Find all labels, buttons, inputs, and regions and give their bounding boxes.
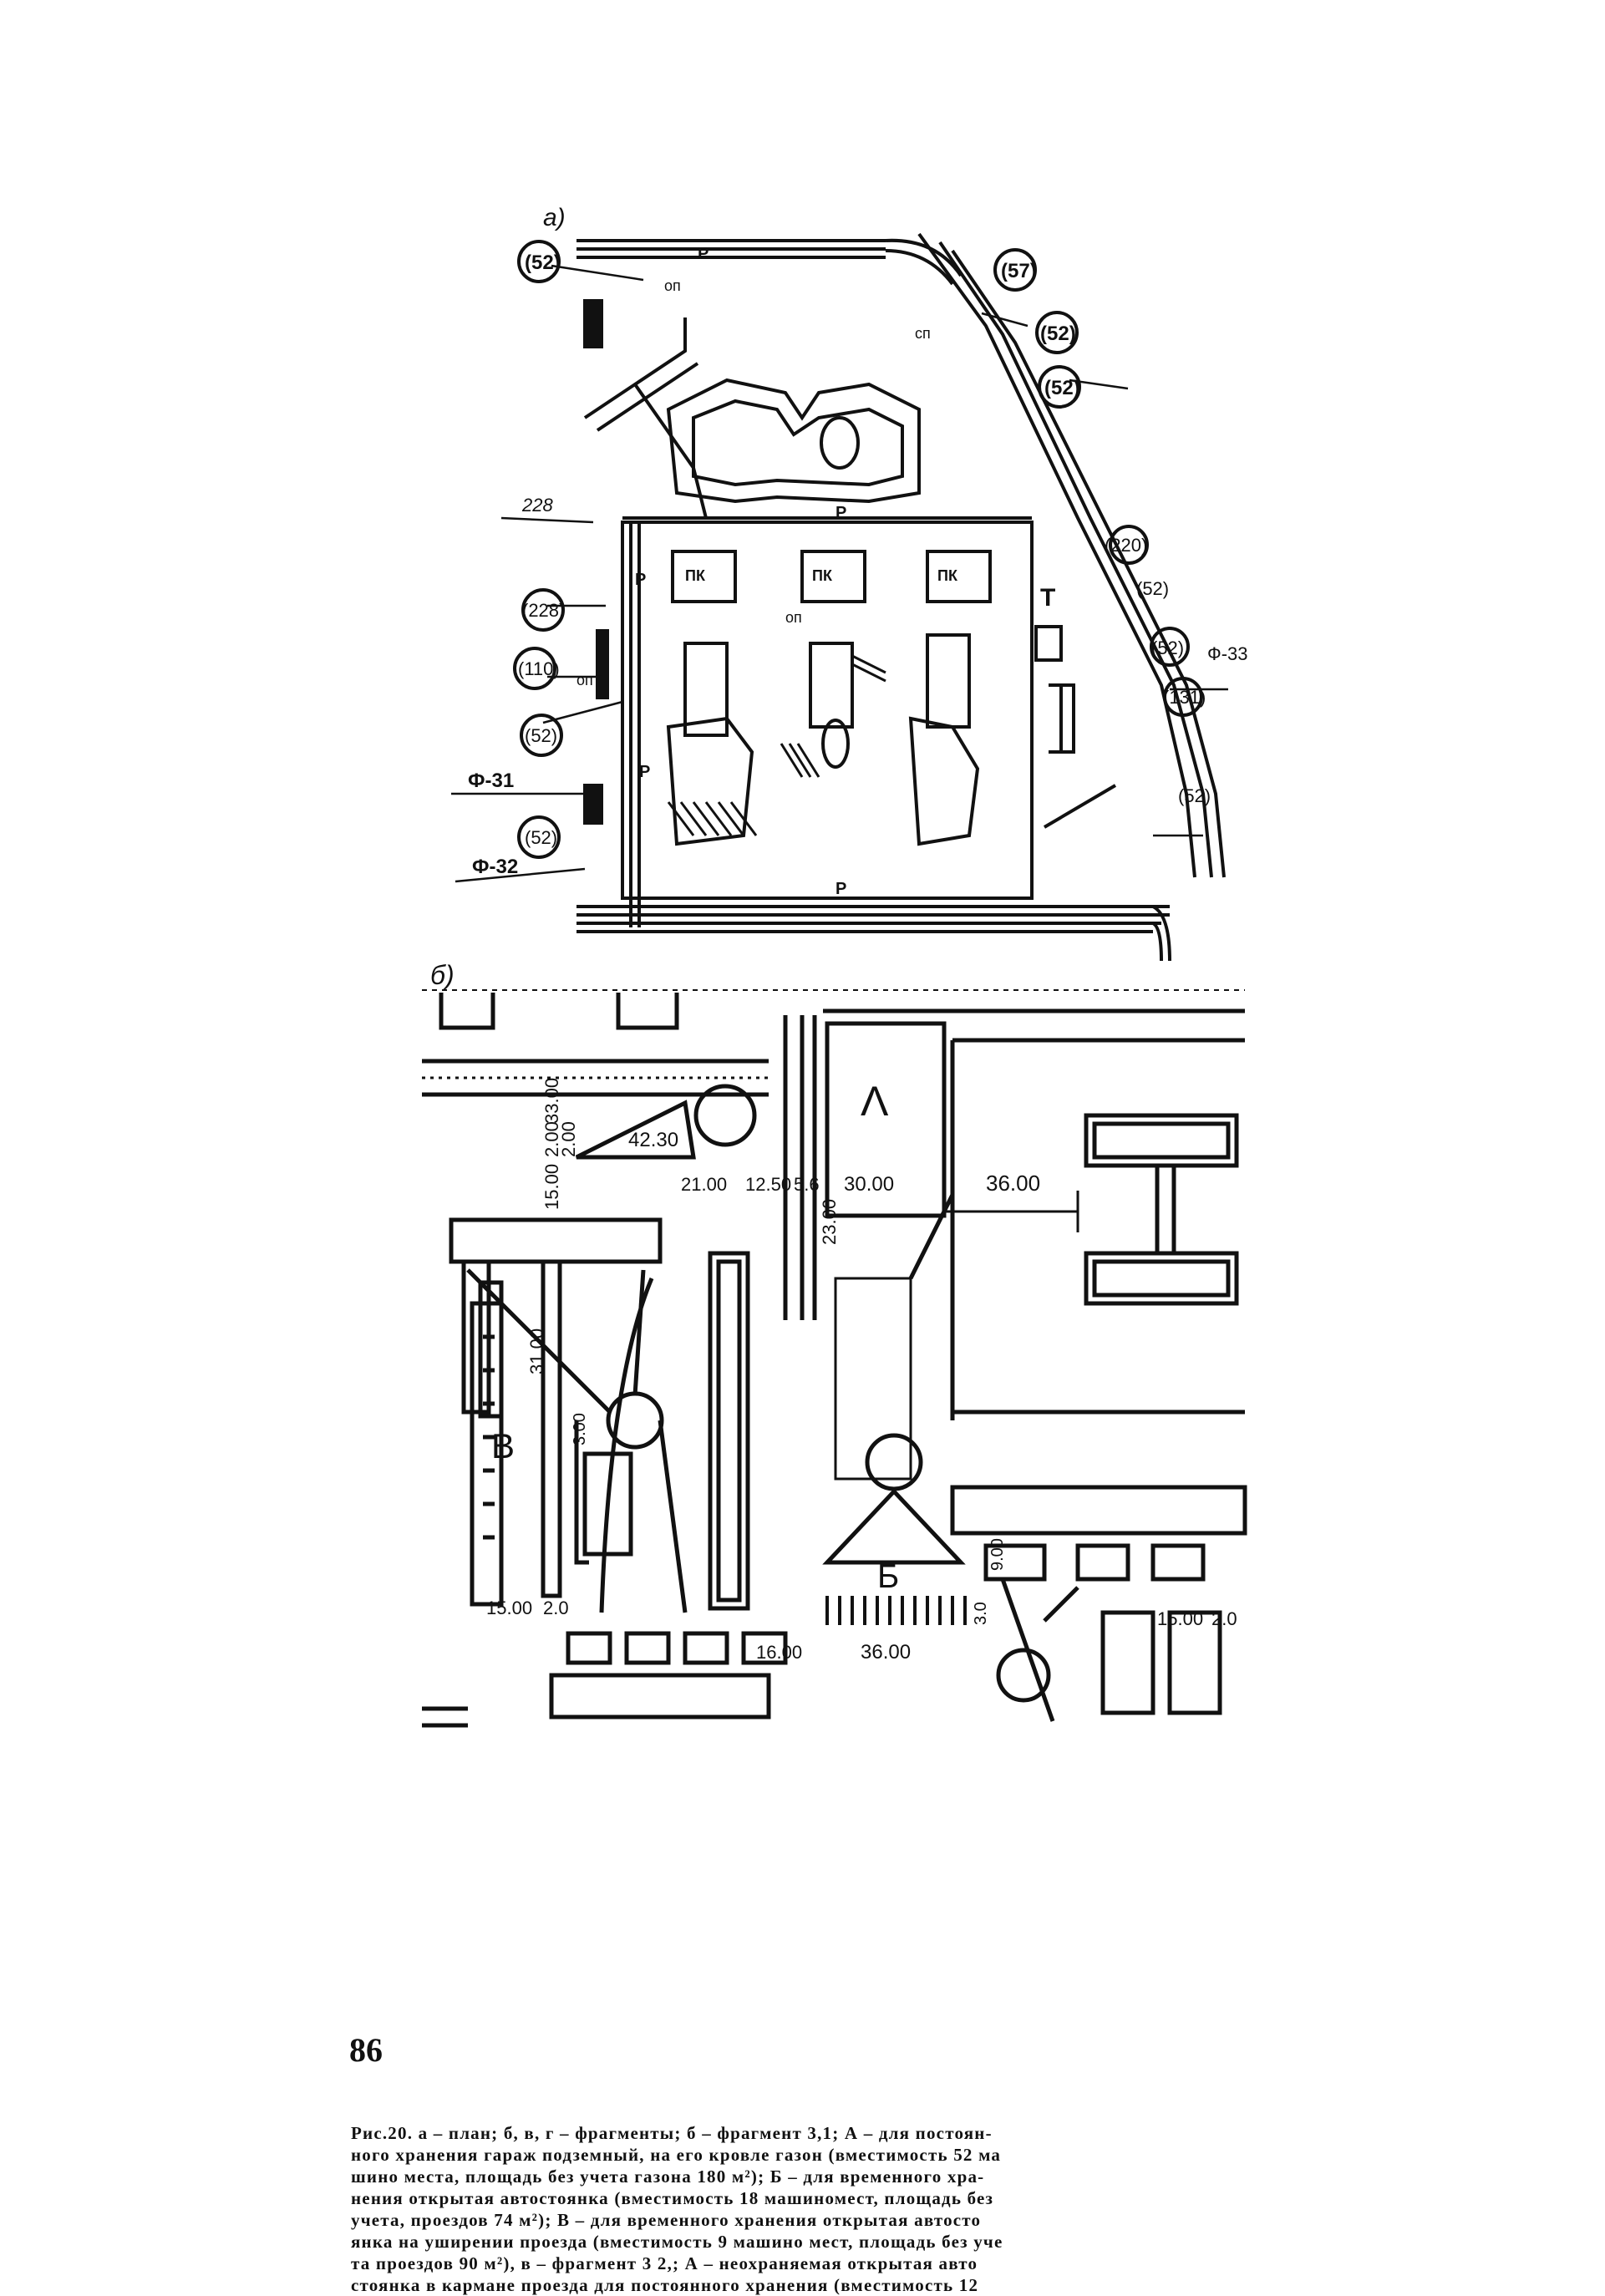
- callout-57: (57): [1001, 260, 1037, 282]
- section-f31: Ф-31: [468, 770, 514, 792]
- figure-a-plan: [451, 232, 1228, 962]
- caption-line: нения открытая автостоянка (вместимость …: [351, 2188, 994, 2208]
- figure-caption: Рис.20. а – план; б, в, г – фрагменты; б…: [351, 2122, 1337, 2296]
- callout-52: (52): [525, 725, 557, 746]
- callout-52: (52): [1136, 578, 1169, 599]
- page-number: 86: [349, 2031, 383, 2069]
- figure-b-labels: б) Λ Б В 42.30 33.00 15.00 2.00 2.00 21.…: [430, 960, 1237, 1664]
- callout-228: (228): [522, 600, 565, 621]
- dimension-label: 15.00: [486, 1598, 532, 1618]
- building-mark: ПК: [812, 567, 833, 584]
- dimension-label: 9.00: [988, 1538, 1007, 1571]
- section-f32: Ф-32: [472, 856, 518, 878]
- dimension-label: 5.6: [794, 1174, 820, 1195]
- parking-mark: P: [836, 504, 846, 522]
- dimension-label: 36.00: [861, 1641, 911, 1664]
- callout-228: 228: [521, 495, 553, 516]
- callout-110: (110): [518, 658, 560, 679]
- zone-b-label: Б: [877, 1558, 899, 1595]
- parking-mark: P: [836, 880, 846, 898]
- caption-line: ного хранения гараж подземный, на его кр…: [351, 2145, 1002, 2165]
- dimension-label: 42.30: [628, 1129, 678, 1151]
- building-mark: ПК: [685, 567, 706, 584]
- callout-52: (52): [1151, 637, 1184, 658]
- dimension-label: 33.00: [541, 1078, 562, 1124]
- op-mark: оп: [576, 672, 593, 688]
- dimension-label: 2.0: [543, 1598, 569, 1618]
- dimension-label: 2.0: [1211, 1608, 1237, 1629]
- dimension-label: 15.00: [1157, 1608, 1203, 1629]
- dimension-label: 3.00: [571, 1413, 589, 1445]
- t-mark: Т: [1040, 584, 1055, 612]
- caption-line: учета, проездов 74 м²); В – для временно…: [351, 2210, 982, 2230]
- dimension-label: 15.00: [541, 1164, 562, 1210]
- zone-v-label: В: [491, 1426, 515, 1465]
- zone-a-label: Λ: [861, 1078, 889, 1125]
- figure-b-fragment: [422, 989, 1247, 1728]
- parking-mark: P: [698, 245, 709, 263]
- figure-b-panel-label: б): [430, 960, 455, 990]
- callout-52: (52): [1044, 377, 1080, 399]
- dimension-label: 31.00: [526, 1328, 547, 1374]
- document-page: а) (52) (57) (52) (52) 228 (228) (110) (…: [349, 204, 1248, 2295]
- callout-52: (52): [1040, 323, 1076, 345]
- caption-line: шино места, площадь без учета газона 180…: [351, 2166, 985, 2187]
- dimension-label: 3.0: [972, 1602, 990, 1625]
- sp-mark: сп: [915, 325, 931, 342]
- callout-220: (220): [1105, 535, 1147, 556]
- caption-line: Рис.20. а – план; б, в, г – фрагменты; б…: [351, 2123, 993, 2143]
- figure-a-labels: а) (52) (57) (52) (52) 228 (228) (110) (…: [468, 204, 1248, 898]
- figure-20-drawing: а) (52) (57) (52) (52) 228 (228) (110) (…: [422, 204, 1248, 1728]
- caption-line: стоянка в кармане проезда для постоянног…: [351, 2275, 979, 2295]
- dimension-label: 2.00: [541, 1121, 562, 1157]
- dimension-label: 12.50: [745, 1174, 791, 1195]
- dimension-label: 21.00: [681, 1174, 727, 1195]
- dimension-label: 16.00: [756, 1642, 802, 1663]
- section-f33: Ф-33: [1207, 643, 1248, 664]
- op-mark: оп: [664, 277, 681, 294]
- dimension-label: 30.00: [844, 1173, 894, 1196]
- figure-a-panel-label: а): [543, 204, 566, 231]
- op-mark: оп: [785, 609, 802, 626]
- caption-line: та проездов 90 м²), в – фрагмент 3 2,; А…: [351, 2253, 978, 2273]
- building-mark: ПК: [937, 567, 958, 584]
- callout-131: (131): [1163, 687, 1206, 708]
- dimension-label: 23.00: [819, 1199, 840, 1245]
- parking-mark: P: [639, 763, 650, 781]
- dimension-label: 36.00: [986, 1171, 1040, 1196]
- caption-line: янка на уширении проезда (вместимость 9 …: [351, 2232, 1003, 2252]
- callout-52: (52): [525, 827, 557, 848]
- dimension-label: 2.00: [558, 1121, 579, 1157]
- callout-52: (52): [525, 251, 561, 274]
- parking-mark: P: [635, 571, 646, 589]
- callout-52: (52): [1178, 785, 1211, 806]
